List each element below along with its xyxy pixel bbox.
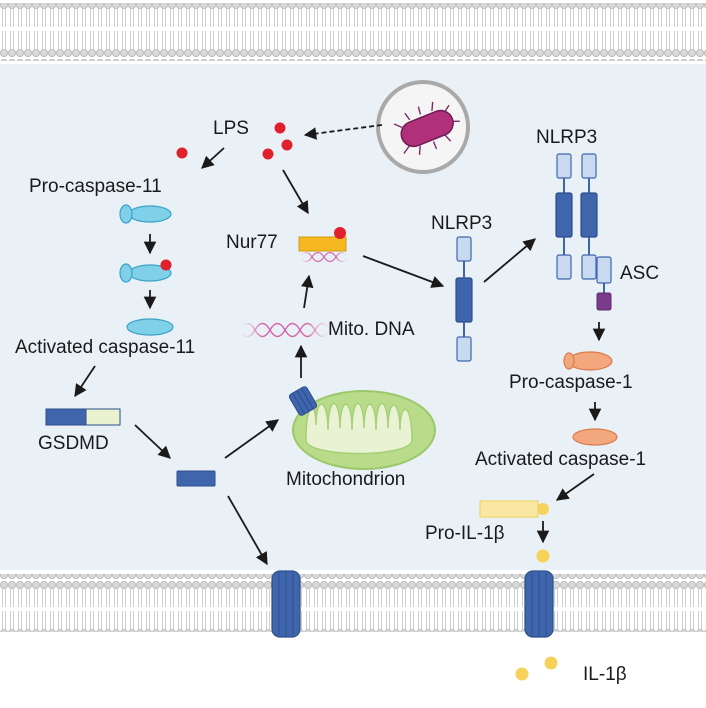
gsdmd-shape: [45, 408, 121, 426]
lps-dot: [176, 147, 188, 159]
mitochondrion-shape: [292, 390, 436, 470]
lps-on-nur77: [334, 227, 346, 239]
arrow-lps-to-nur77: [282, 169, 309, 215]
arrow-gsdmd-to-membrane-pore: [227, 495, 268, 566]
gsdmd-pore-right: [524, 570, 554, 638]
lps-dot: [262, 148, 274, 160]
nur77-label: Nur77: [226, 232, 278, 253]
gsdmd-pore-left: [271, 570, 301, 638]
lps-bound-caspase-11-shape: [119, 259, 172, 283]
il-1b-dot: [536, 549, 550, 563]
pro-caspase-11-label: Pro-caspase-11: [29, 176, 162, 197]
nlrp3-inflammasome-shape: [555, 153, 612, 311]
arrow-nur77-to-nlrp3: [362, 255, 445, 288]
asc-label: ASC: [620, 263, 660, 284]
arrow-nlrp3-oligomerization: [483, 238, 536, 283]
arrow-bacterium-to-lps: [303, 124, 383, 140]
bottom-membrane: [0, 574, 706, 632]
arrow-caspase-1-to-pro-il-1b: [555, 473, 595, 501]
activated-caspase-1-shape: [572, 428, 618, 446]
il-1b-dot: [515, 667, 529, 681]
pro-il-1b-label: Pro-IL-1β: [425, 523, 505, 544]
pro-caspase-1-label: Pro-caspase-1: [509, 372, 633, 393]
arrow-dna-to-nur77: [301, 274, 314, 309]
nlrp3-monomer-label: NLRP3: [431, 213, 493, 234]
activated-caspase-1-label: Activated caspase-1: [475, 449, 647, 470]
arrow-gsdmd-cleavage: [134, 424, 171, 459]
il-1b-dot: [544, 656, 558, 670]
extracellular-space: [0, 636, 706, 708]
gsdmd-n-terminal: [176, 470, 216, 487]
nlrp3-monomer-shape: [455, 236, 473, 362]
mito-dna-strand-2: [239, 322, 331, 338]
top-membrane: [0, 3, 706, 61]
lps-label: LPS: [213, 118, 249, 139]
pro-il-1b-shape: [479, 500, 549, 518]
nur77-shape: [298, 236, 347, 252]
pro-caspase-1-shape: [563, 351, 613, 371]
arrow-caspase-11-to-gsdmd: [74, 365, 96, 398]
pro-caspase-11-shape: [119, 204, 172, 224]
il-1b-label: IL-1β: [583, 664, 627, 685]
activated-caspase-11-label: Activated caspase-11: [15, 337, 196, 358]
bacterium-icon: [393, 101, 460, 155]
nlrp3-inflammasome-label: NLRP3: [536, 127, 598, 148]
gsdmd-label: GSDMD: [38, 433, 109, 454]
activated-caspase-11-shape: [126, 318, 174, 336]
lps-dot: [281, 139, 293, 151]
arrow-lps-to-pro-caspase-11: [201, 147, 225, 169]
gsdmd-pore-on-mitochondrion: [288, 386, 318, 416]
arrow-gsdmd-to-mitochondrion: [224, 419, 280, 459]
nur77-dna-strand-2: [299, 251, 349, 263]
mito-dna-label: Mito. DNA: [328, 319, 415, 340]
mitochondrion-label: Mitochondrion: [286, 469, 406, 490]
lps-dot: [274, 122, 286, 134]
